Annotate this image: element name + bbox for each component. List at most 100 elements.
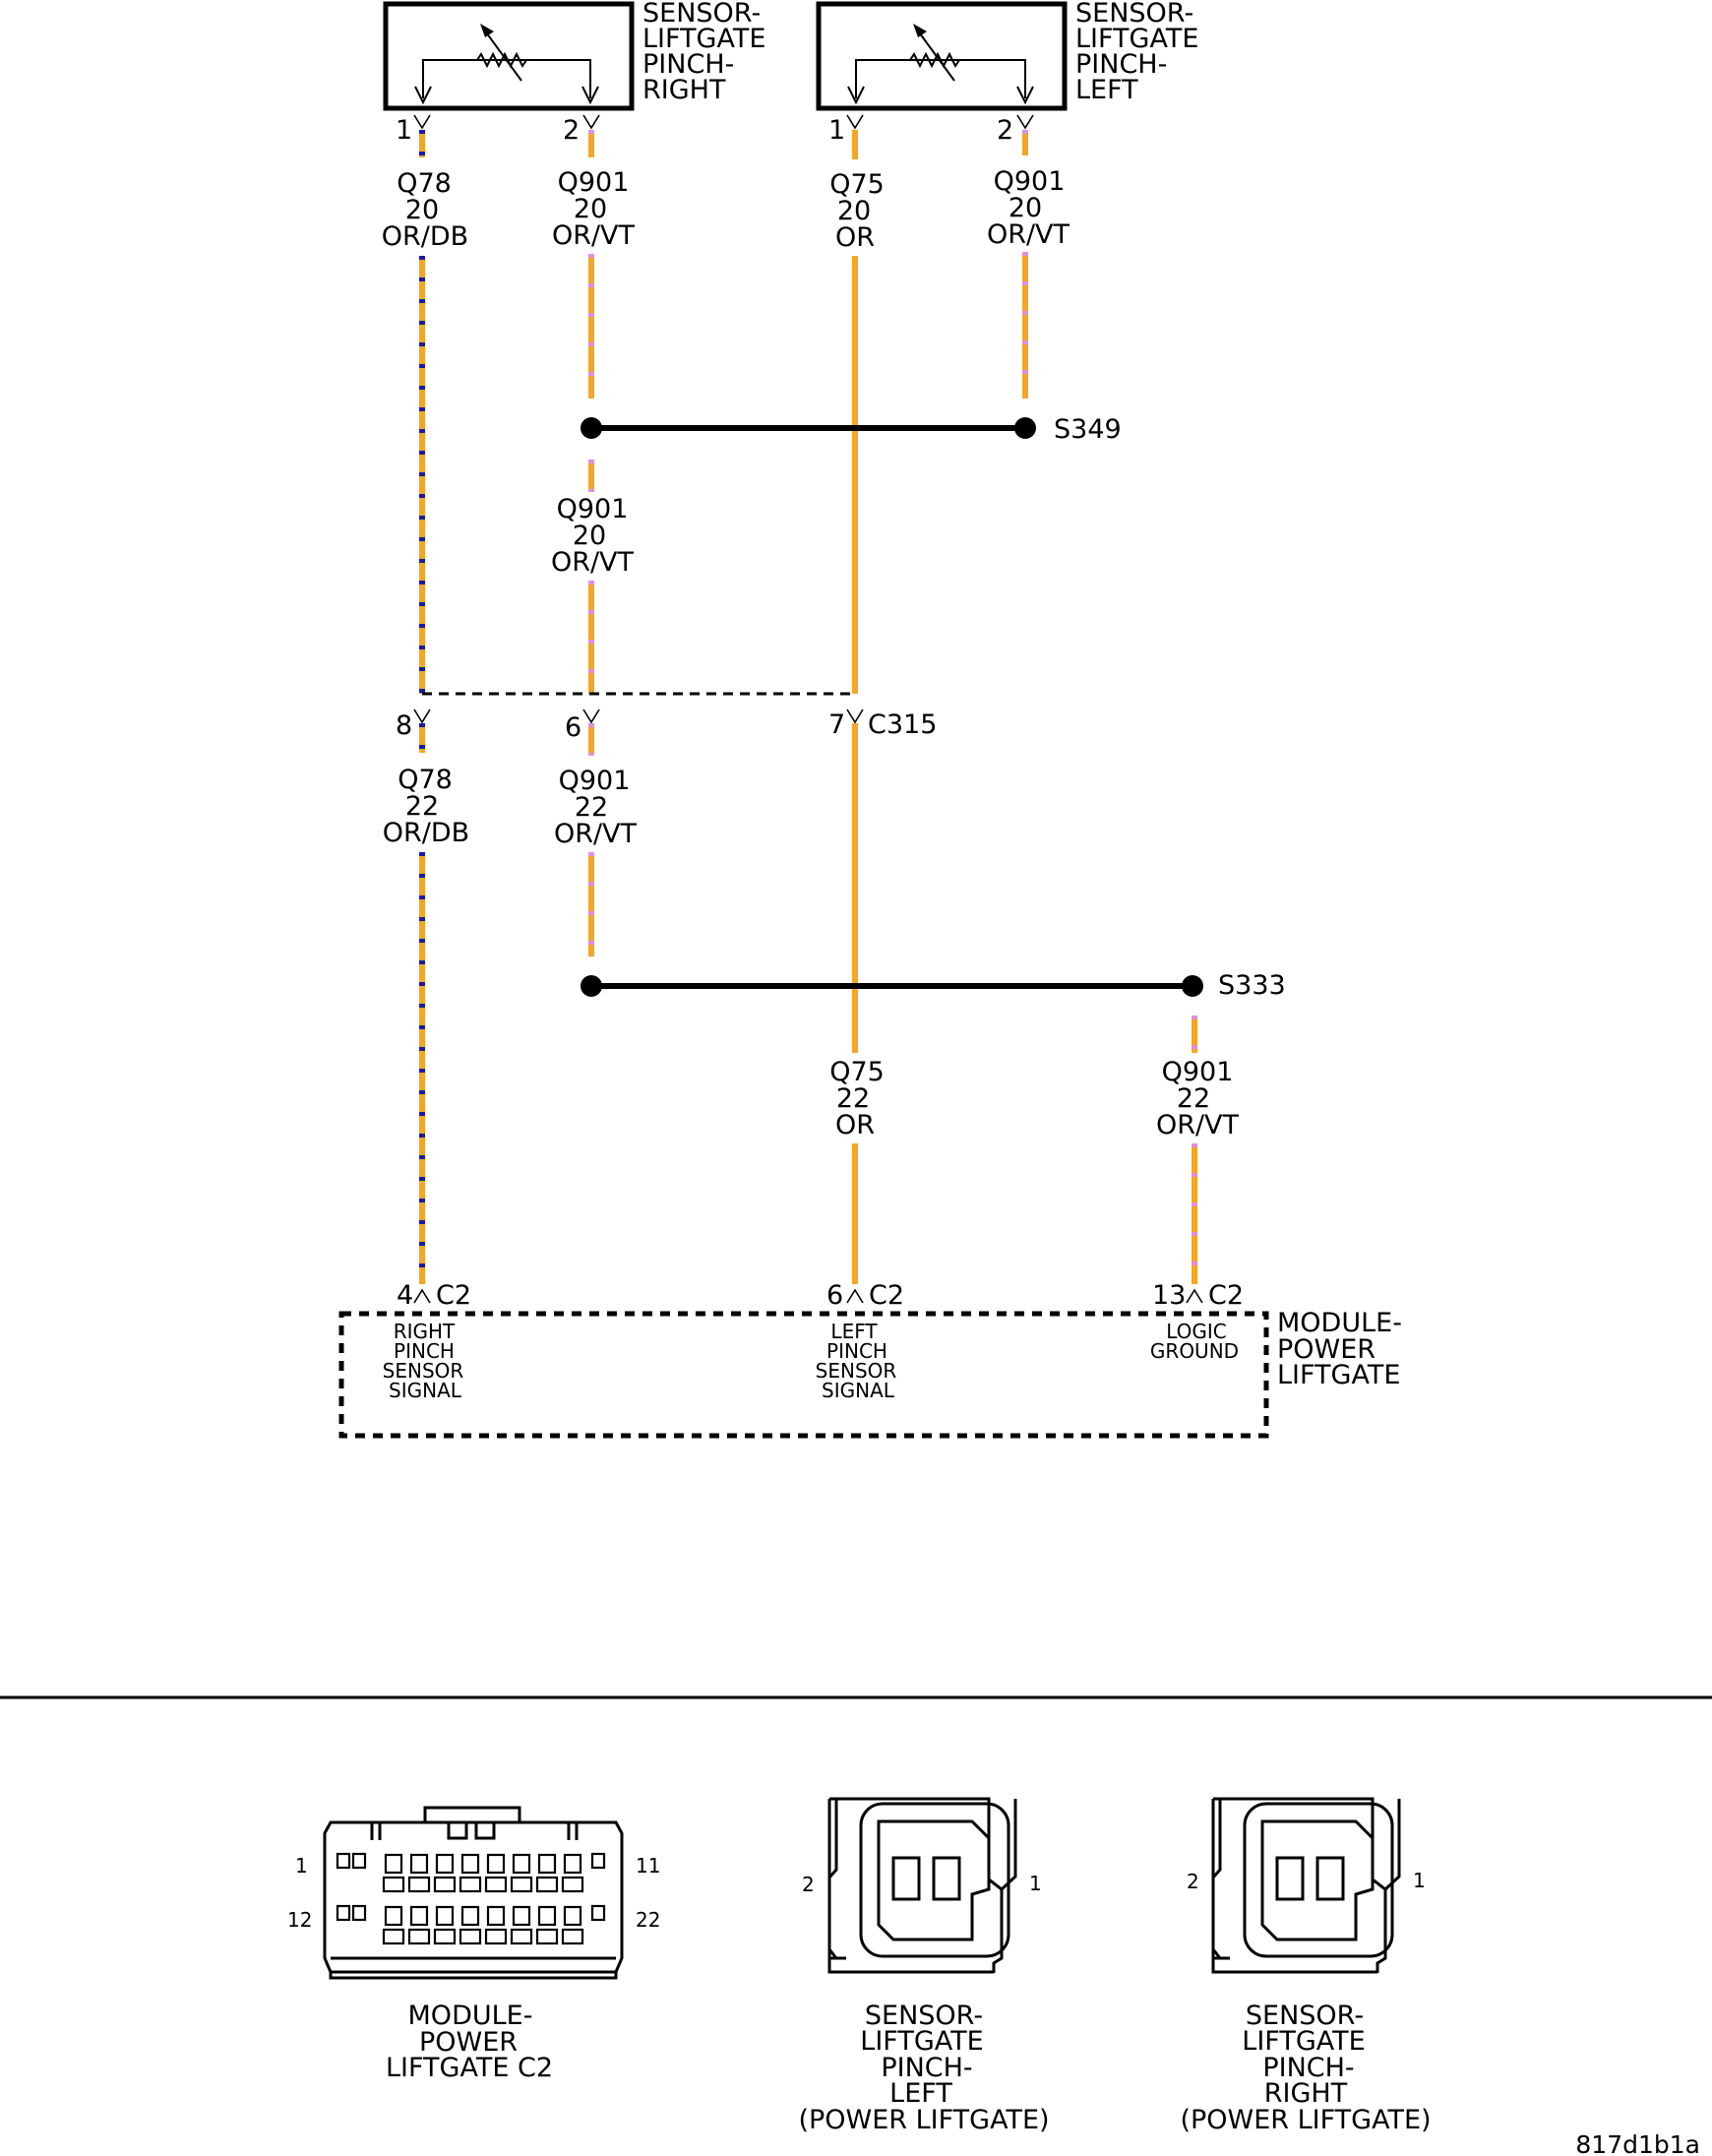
sensor-left-connector-view: [827, 1797, 1017, 1974]
sensor-right-name-2: LIFTGATE: [642, 24, 765, 54]
sensor-pins: 1 2 1 2: [396, 114, 1034, 146]
sensor-right-caption: RIGHT: [1264, 2078, 1348, 2109]
c315-pin-8: 8: [396, 710, 412, 741]
module-pin-4-conn: C2: [436, 1280, 471, 1311]
wire-label: OR: [835, 1110, 875, 1140]
wire-label: Q901: [559, 766, 631, 796]
wire-label: Q901: [557, 494, 629, 524]
sensor-right-name-4: RIGHT: [642, 75, 726, 105]
wire-label: 20: [574, 194, 607, 224]
wire-label: 20: [405, 195, 439, 225]
module-pin-13-conn: C2: [1208, 1280, 1244, 1311]
module-func-label: PINCH: [394, 1339, 455, 1363]
module-func-label: GROUND: [1150, 1339, 1239, 1363]
module-name-2: POWER: [1277, 1334, 1376, 1365]
wire-label: OR/VT: [551, 547, 635, 578]
c2-pin-label-22: 22: [636, 1908, 660, 1932]
splice-s349: S349: [581, 414, 1122, 445]
c2-caption: POWER: [419, 2027, 518, 2058]
sensor-liftgate-pinch-left: SENSOR- LIFTGATE PINCH- LEFT: [816, 0, 1198, 111]
c315-label: C315: [868, 709, 937, 740]
module-name-1: MODULE-: [1277, 1308, 1402, 1338]
splice-s333-label: S333: [1218, 970, 1286, 1001]
sensor-right-pin2: 2: [563, 115, 580, 146]
resistor-icon: [909, 51, 960, 69]
sensor-left-name-2: LIFTGATE: [1075, 24, 1198, 54]
wire-label: 20: [837, 196, 871, 226]
module-power-liftgate: 4 C2 6 C2 13 C2 RIGHT PINCH SENSOR SIGNA…: [338, 1280, 1402, 1439]
sensor-right-caption: PINCH-: [1262, 2053, 1354, 2083]
sensor-left-name-3: PINCH-: [1075, 49, 1167, 80]
wire-label: 22: [1177, 1083, 1210, 1114]
wire-label: Q901: [558, 167, 630, 198]
wire-label: 20: [1009, 193, 1042, 223]
module-func-label: LOGIC: [1166, 1320, 1227, 1343]
wire-label: OR/VT: [552, 220, 636, 251]
module-pin-6: 6: [826, 1280, 843, 1311]
wire-label: Q901: [994, 166, 1066, 197]
diagram-code: 817d1b1a: [1575, 2130, 1700, 2156]
sensor-left-name-1: SENSOR-: [1075, 0, 1193, 29]
sensor-left-view-pin-1: 1: [1029, 1872, 1042, 1895]
module-func-label: SENSOR: [383, 1359, 464, 1383]
sensor-left-caption: LEFT: [889, 2078, 952, 2109]
module-func-label: PINCH: [826, 1339, 887, 1363]
module-name-3: LIFTGATE: [1277, 1360, 1400, 1390]
module-func-label: RIGHT: [394, 1320, 456, 1343]
module-pin-6-conn: C2: [869, 1280, 904, 1311]
wire-label: 22: [575, 792, 608, 823]
sensor-right-caption: SENSOR-: [1246, 2001, 1364, 2031]
variable-arrow-icon: [913, 24, 927, 37]
sensor-liftgate-pinch-right: SENSOR- LIFTGATE PINCH- RIGHT: [383, 0, 765, 111]
splice-s333: S333: [581, 970, 1286, 1001]
wire-label: OR/DB: [383, 818, 469, 848]
splice-s349-label: S349: [1054, 414, 1122, 445]
resistor-icon: [476, 51, 527, 69]
wire-label: 20: [573, 521, 606, 551]
c315-pin-6: 6: [565, 712, 581, 743]
sensor-right-view-pin-1: 1: [1413, 1869, 1426, 1892]
sensor-left-name-4: LEFT: [1075, 75, 1138, 105]
sensor-right-connector-view: [1211, 1797, 1401, 1974]
wire-label: Q75: [829, 169, 885, 200]
variable-arrow-icon: [480, 24, 494, 37]
wire-label: 22: [836, 1083, 870, 1114]
sensor-left-caption: PINCH-: [881, 2053, 972, 2083]
sensor-right-pin1: 1: [396, 115, 412, 146]
c315-pin-7: 7: [828, 709, 845, 740]
c2-pin-label-12: 12: [287, 1908, 312, 1932]
module-pin-13: 13: [1152, 1280, 1186, 1311]
sensor-right-caption: (POWER LIFTGATE): [1180, 2105, 1431, 2135]
c2-pin-label-1: 1: [295, 1854, 308, 1878]
sensor-left-pin1: 1: [828, 115, 845, 146]
sensor-right-name-3: PINCH-: [642, 49, 734, 80]
module-func-label: SENSOR: [816, 1359, 897, 1383]
wire-label: Q78: [397, 765, 453, 795]
module-func-label: SIGNAL: [822, 1379, 895, 1402]
c2-caption: MODULE-: [408, 2001, 533, 2031]
wire-labels: Q78 20 OR/DB Q901 20 OR/VT Q75 20 OR Q90…: [382, 166, 1240, 1140]
wire-label: OR/VT: [554, 819, 638, 849]
module-pin-4: 4: [397, 1280, 413, 1311]
wire-label: Q901: [1162, 1057, 1234, 1087]
module-c2-connector-view: [323, 1806, 624, 1980]
connector-c315: 8 6 7 C315: [396, 692, 937, 743]
wire-label: 22: [405, 791, 439, 822]
wire-label: OR/VT: [1156, 1110, 1240, 1140]
sensor-left-view-pin-2: 2: [802, 1873, 815, 1896]
wire-label: Q75: [829, 1057, 885, 1087]
module-func-label: LEFT: [830, 1320, 878, 1343]
c2-pin-label-11: 11: [636, 1854, 660, 1878]
c2-caption: LIFTGATE C2: [386, 2053, 553, 2083]
module-func-label: SIGNAL: [389, 1379, 462, 1402]
wire-label: Q78: [397, 168, 452, 199]
sensor-left-pin2: 2: [997, 115, 1013, 146]
sensor-left-caption: LIFTGATE: [860, 2026, 983, 2057]
sensor-right-view-pin-2: 2: [1187, 1870, 1199, 1893]
wire-label: OR/VT: [987, 219, 1070, 250]
wire-label: OR: [835, 222, 875, 253]
sensor-left-caption: (POWER LIFTGATE): [798, 2105, 1049, 2135]
sensor-left-caption: SENSOR-: [865, 2001, 983, 2031]
wire-label: OR/DB: [382, 221, 468, 252]
